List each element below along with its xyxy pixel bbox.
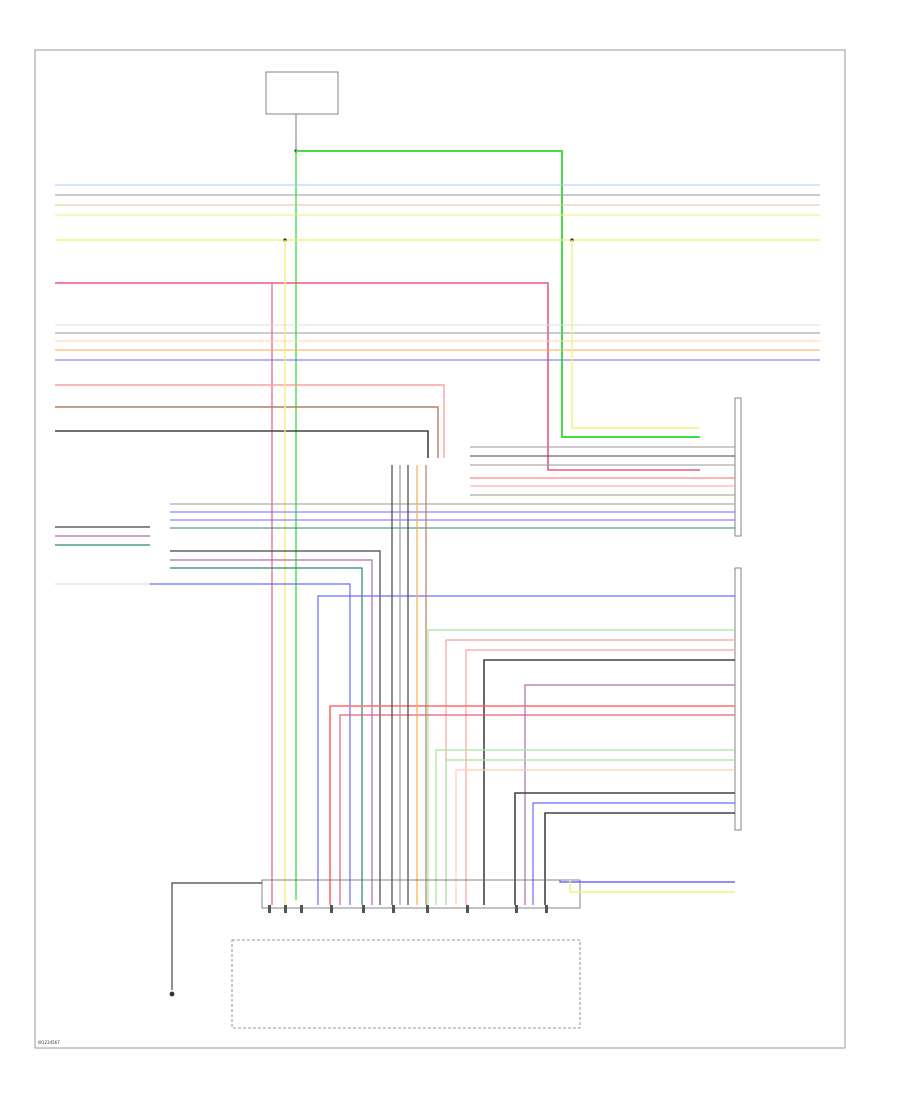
wire-pink	[55, 282, 700, 471]
bottom-pins	[268, 905, 548, 913]
top-bus-wires	[55, 184, 820, 241]
right-connector-lower	[734, 567, 742, 831]
left-inputs	[55, 526, 150, 585]
wire-green-main	[296, 150, 700, 438]
ground-wire	[171, 882, 262, 990]
diagram-frame	[34, 49, 846, 1049]
mid-bus-wires	[55, 324, 820, 361]
module-outline	[231, 939, 581, 1029]
right-connector-upper	[734, 397, 742, 537]
ground-point	[169, 991, 175, 997]
right-upper-pins	[170, 446, 735, 529]
bottom-connector	[261, 879, 581, 909]
footer-code: W1234567	[38, 1040, 60, 1045]
fuse-block	[265, 71, 339, 115]
